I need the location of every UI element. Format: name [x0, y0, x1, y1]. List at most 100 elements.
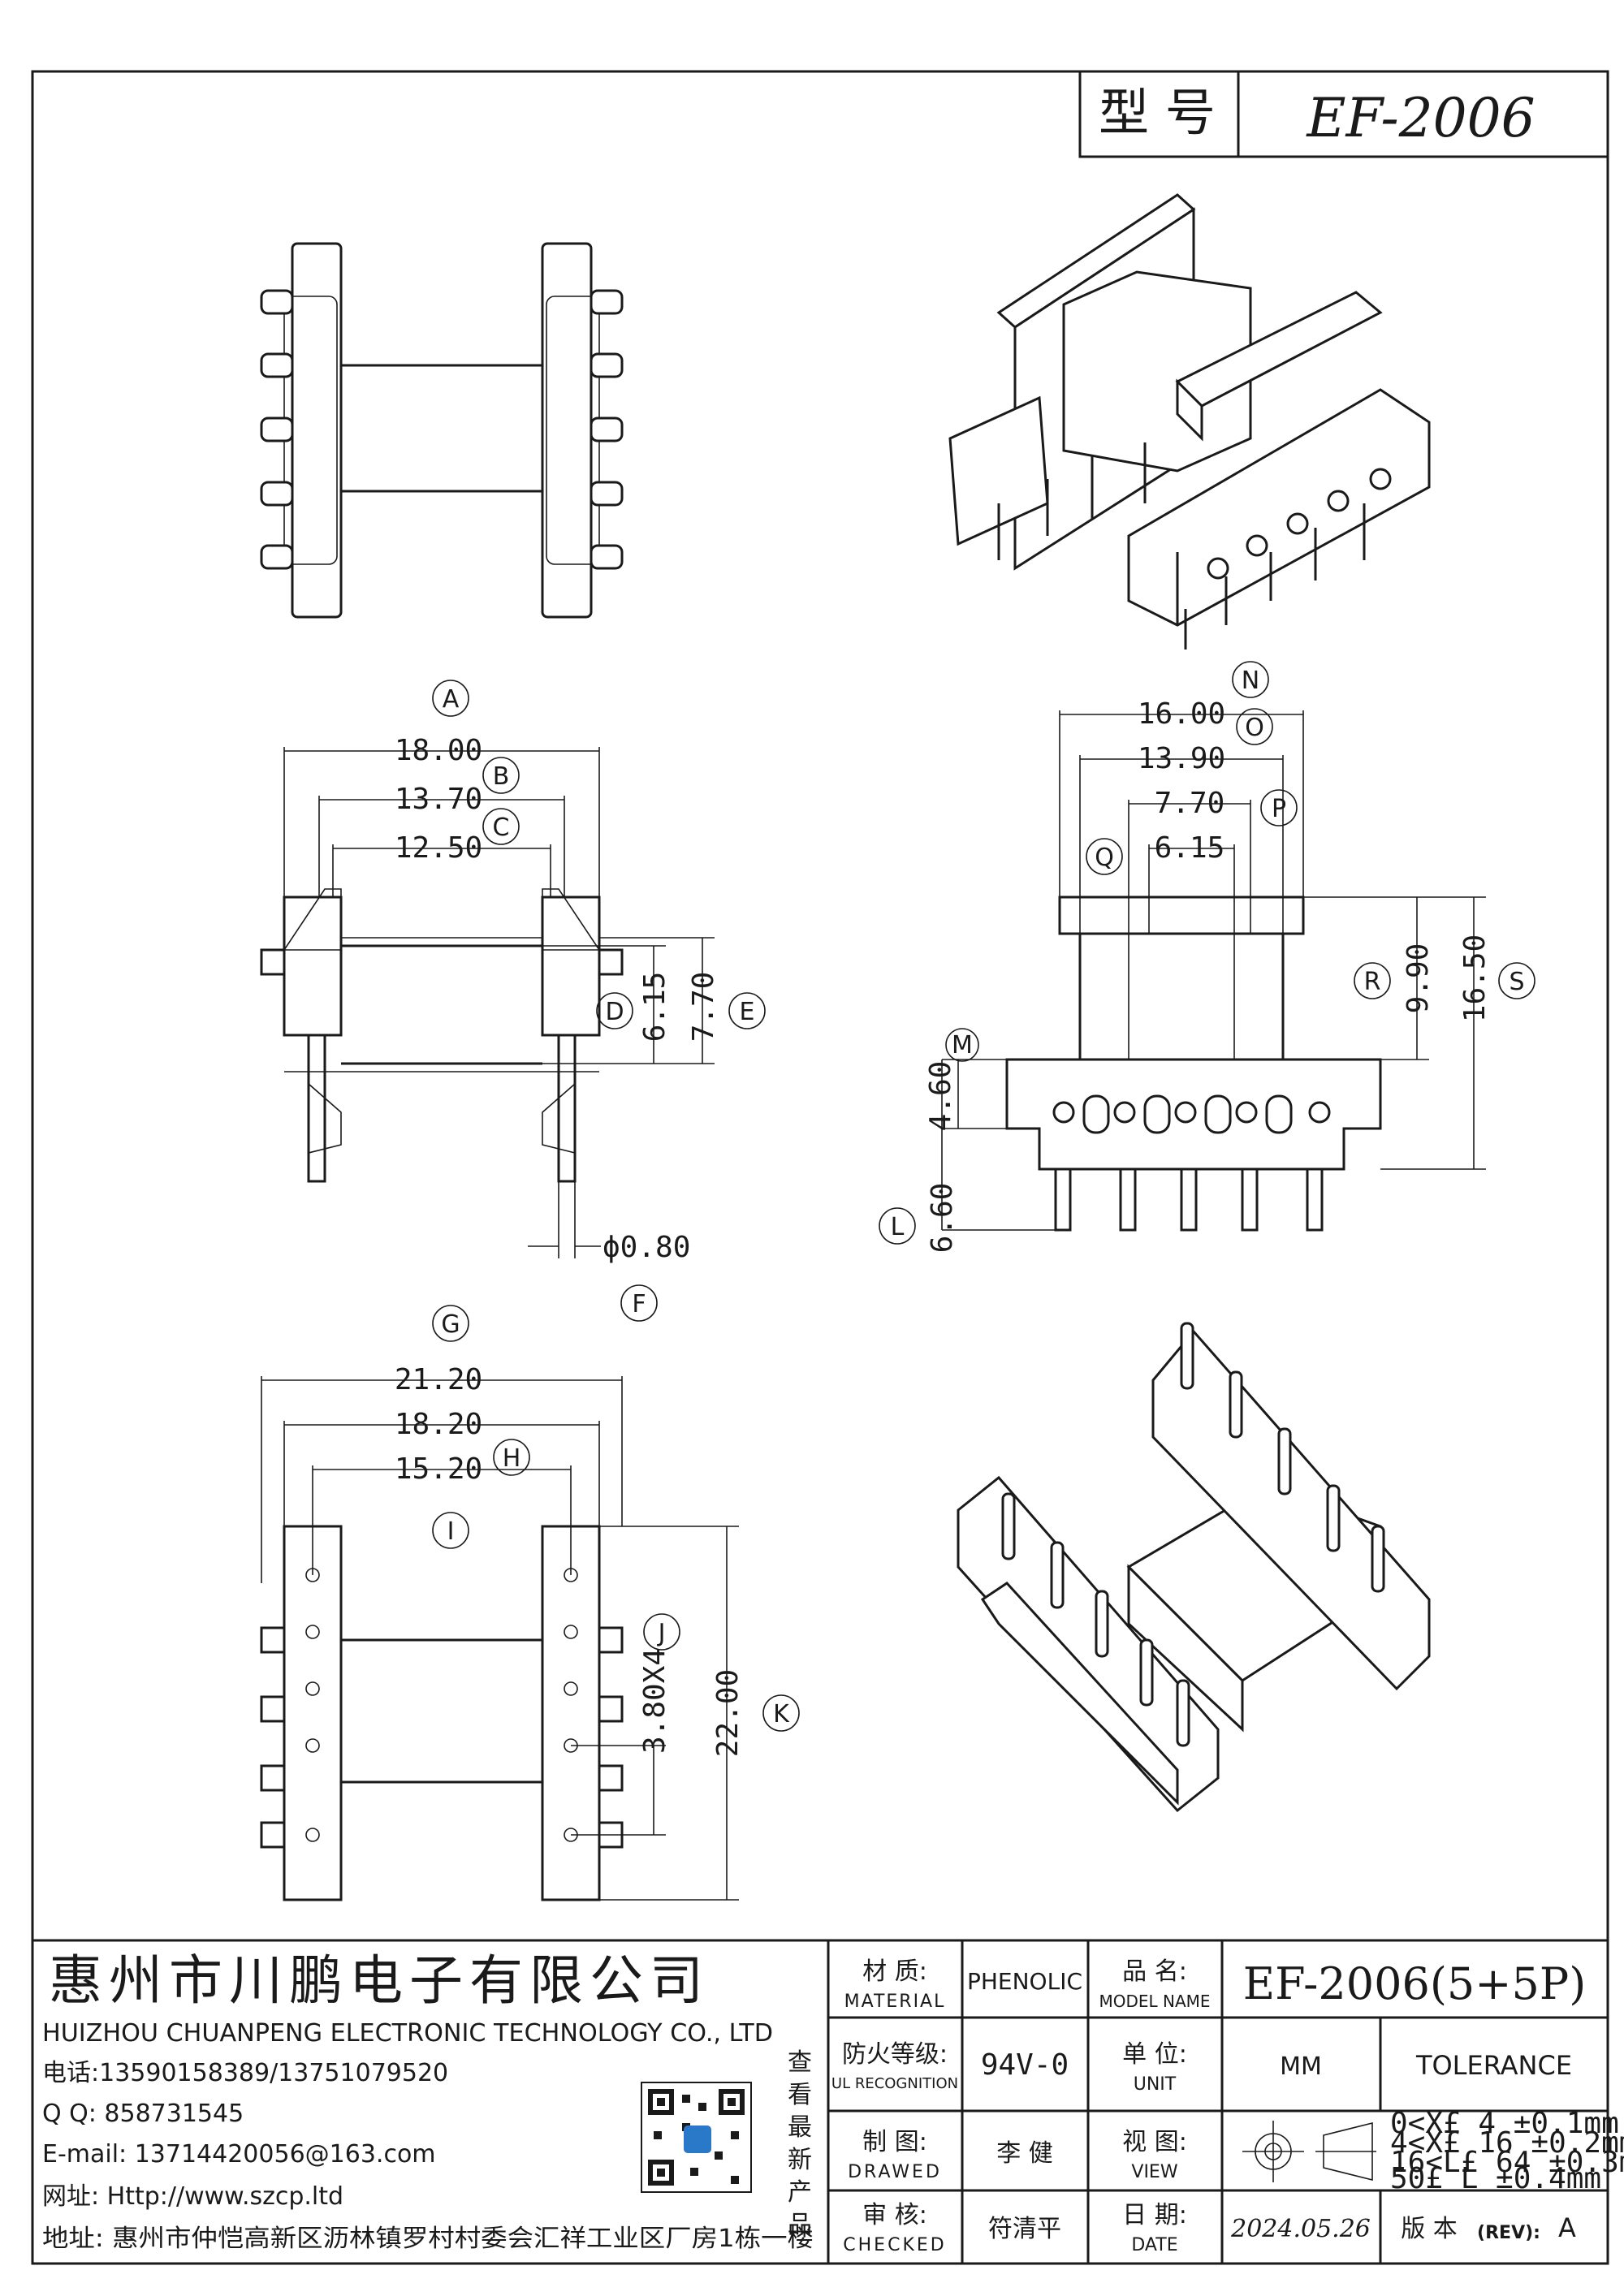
- company-address: 地址: 惠州市仲恺高新区沥林镇罗村村委会汇祥工业区厂房1栋一楼: [42, 2225, 814, 2253]
- front-dim-labels: A B C D E F: [432, 680, 766, 1322]
- tolerance-row-4: 50£ L ±0.4mm: [1390, 2162, 1601, 2195]
- date-label-en: DATE: [1131, 2235, 1177, 2255]
- side-view-pin-bumps: [1052, 1094, 1331, 1134]
- dim-s-value: 16.50: [1458, 934, 1492, 1022]
- unit-value: MM: [1280, 2052, 1322, 2081]
- label-a: A: [443, 685, 460, 714]
- top-view-pins-right: [590, 289, 624, 570]
- top-view-pins-left: [260, 289, 294, 570]
- dim-n-value: 16.00: [1138, 697, 1225, 731]
- isometric-view-bottom-pins: [1001, 1322, 1385, 1747]
- dim-m-value: 4.60: [924, 1061, 957, 1132]
- company-phone: 电话:13590158389/13751079520: [42, 2059, 448, 2087]
- drawed-label-en: DRAWED: [848, 2162, 942, 2182]
- tolerance-row-1: 0<X£ 4 ±0.1mm: [1390, 2107, 1619, 2140]
- dim-r-value: 9.90: [1402, 943, 1435, 1014]
- qr-caption-3: 最: [788, 2113, 812, 2142]
- dim-q-value: 6.15: [1155, 831, 1225, 865]
- company-qq: Q Q: 858731545: [42, 2100, 244, 2128]
- date-value: 2024.05.26: [1230, 2215, 1371, 2243]
- checked-value: 符清平: [988, 2215, 1061, 2243]
- side-view-pins: [1054, 1167, 1324, 1232]
- unit-label-cn: 单 位:: [1122, 2040, 1187, 2069]
- label-i: I: [447, 1517, 455, 1546]
- bottom-view-pin-holes: [305, 1568, 578, 1842]
- dim-o-value: 13.90: [1138, 742, 1225, 775]
- model-label: 型 号: [1099, 83, 1216, 142]
- label-d: D: [605, 998, 624, 1026]
- dim-e-value: 7.70: [687, 972, 720, 1042]
- dim-p-value: 7.70: [1155, 787, 1225, 820]
- dim-h-value: 18.20: [395, 1408, 482, 1441]
- label-b: B: [493, 762, 510, 791]
- material-label-en: MATERIAL: [844, 1992, 946, 2012]
- front-view: 18.00 13.70 12.50 6.15 7.70 ϕ0.80 A B C …: [260, 680, 766, 1322]
- view-label-en: VIEW: [1131, 2162, 1177, 2182]
- dim-l-value: 6.60: [926, 1183, 959, 1254]
- label-r: R: [1364, 968, 1381, 996]
- ul-value: 94V-0: [981, 2048, 1069, 2082]
- tolerance-label: TOLERANCE: [1415, 2050, 1572, 2081]
- dim-g-value: 21.20: [395, 1363, 482, 1396]
- isometric-view-top: [948, 193, 1431, 650]
- dim-c-value: 12.50: [395, 831, 482, 865]
- model-name-value: EF-2006(5+5P): [1243, 1958, 1587, 2009]
- dim-b-value: 13.70: [395, 783, 482, 816]
- material-label-cn: 材 质:: [862, 1957, 927, 1986]
- label-k: K: [773, 1700, 790, 1728]
- ul-label-cn: 防火等级:: [842, 2040, 948, 2069]
- qr-caption-6: 品: [788, 2211, 812, 2239]
- qr-caption-2: 看: [788, 2081, 812, 2109]
- dim-a-value: 18.00: [395, 734, 482, 767]
- label-m: M: [952, 1031, 973, 1060]
- top-view: [260, 242, 624, 619]
- qr-caption-1: 查: [788, 2048, 812, 2077]
- isometric-view-bottom: [957, 1322, 1431, 1813]
- qr-caption-4: 新: [788, 2146, 812, 2174]
- projection-symbol-icon: [1242, 2121, 1376, 2182]
- checked-label-cn: 审 核:: [862, 2201, 927, 2229]
- dim-i-value: 15.20: [395, 1452, 482, 1486]
- qr-caption-5: 产: [788, 2178, 812, 2207]
- label-j: J: [657, 1619, 666, 1647]
- ul-label-en: UL RECOGNITION: [831, 2075, 958, 2092]
- company-name-cn: 惠州市川鹏电子有限公司: [49, 1949, 710, 2012]
- dim-j-value: 3.80X4: [638, 1648, 672, 1754]
- label-n: N: [1242, 667, 1259, 695]
- drawed-label-cn: 制 图:: [862, 2128, 927, 2156]
- qr-code: [641, 2082, 752, 2193]
- dim-d-value: 6.15: [638, 972, 672, 1042]
- label-o: O: [1245, 714, 1264, 742]
- side-dim-labels: N O P Q R S M L: [879, 661, 1535, 1245]
- rev-value: A: [1558, 2212, 1576, 2243]
- dim-f-value: ϕ0.80: [603, 1231, 690, 1264]
- label-c: C: [493, 814, 510, 842]
- tolerance-row-2: 4<X£ 16 ±0.2mm: [1390, 2126, 1624, 2160]
- unit-label-en: UNIT: [1134, 2074, 1177, 2095]
- sheet-border: [31, 70, 1609, 2265]
- side-view: 16.00 13.90 7.70 6.15 9.90 16.50 4.60 6.…: [879, 661, 1535, 1254]
- label-f: F: [632, 1290, 646, 1318]
- header-model-box: 型 号 EF-2006: [1078, 70, 1609, 158]
- date-label-cn: 日 期:: [1122, 2201, 1187, 2229]
- model-name-label-cn: 品 名:: [1122, 1957, 1187, 1986]
- label-q: Q: [1095, 844, 1114, 872]
- model-value: EF-2006: [1306, 87, 1535, 149]
- bottom-dim-labels: G H I J K: [432, 1305, 800, 1732]
- label-e: E: [740, 998, 755, 1026]
- label-l: L: [891, 1213, 905, 1241]
- drawed-value: 李 健: [996, 2139, 1053, 2168]
- material-value: PHENOLIC: [967, 1968, 1082, 1995]
- checked-label-en: CHECKED: [843, 2235, 946, 2255]
- label-h: H: [503, 1444, 521, 1473]
- view-label-cn: 视 图:: [1122, 2128, 1187, 2156]
- label-s: S: [1509, 968, 1524, 996]
- bottom-view: 21.20 18.20 15.20 22.00 3.80X4 G H I J K: [260, 1305, 800, 1901]
- rev-label: 版 本: [1401, 2215, 1458, 2243]
- company-website: 网址: Http://www.szcp.ltd: [42, 2182, 343, 2211]
- company-email: E-mail: 13714420056@163.com: [42, 2140, 436, 2169]
- company-name-en: HUIZHOU CHUANPENG ELECTRONIC TECHNOLOGY …: [42, 2019, 773, 2048]
- tolerance-row-3: 16<L£ 64 ±0.3mm: [1390, 2146, 1624, 2179]
- label-g: G: [441, 1310, 460, 1339]
